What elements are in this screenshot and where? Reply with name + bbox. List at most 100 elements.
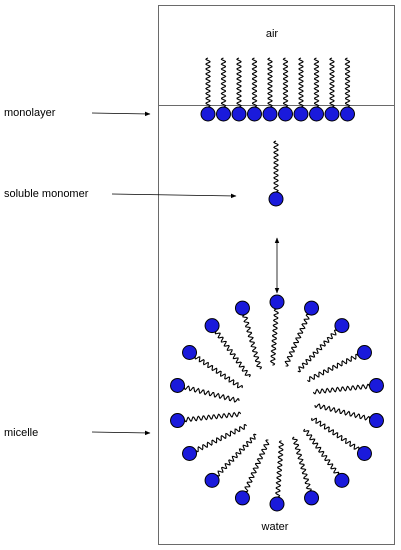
micelle-molecule (297, 318, 350, 373)
hydrophilic-head (278, 106, 293, 122)
soluble-monomer-pointer-arrow (111, 193, 237, 199)
micelle-molecule (307, 345, 372, 382)
hydrophobic-tail (273, 140, 279, 193)
hydrophilic-head (356, 446, 372, 461)
micelle-molecule (269, 440, 285, 512)
hydrophilic-head (204, 472, 220, 488)
air-label: air (266, 28, 279, 40)
hydrophilic-head (200, 106, 216, 122)
monolayer-molecule (247, 57, 262, 122)
hydrophilic-head (368, 377, 384, 393)
hydrophobic-tail (314, 403, 371, 421)
hydrophilic-head (334, 318, 350, 334)
hydrophobic-tail (329, 57, 335, 108)
hydrophobic-tail (344, 57, 351, 108)
monolayer-molecules (200, 57, 355, 122)
hydrophobic-tail (194, 356, 243, 389)
hydrophobic-tail (311, 417, 360, 450)
hydrophobic-tail (292, 436, 312, 492)
micelle-molecule (284, 300, 320, 367)
hydrophobic-tail (236, 57, 242, 108)
monolayer-molecule (262, 57, 278, 122)
monolayer-molecule (309, 57, 324, 122)
micelle-molecule (292, 436, 320, 506)
micelle-molecule (312, 377, 384, 395)
hydrophobic-tail (297, 329, 338, 373)
hydrophilic-head (269, 294, 285, 310)
hydrophilic-head (269, 496, 285, 512)
hydrophobic-tail (298, 57, 304, 108)
micelle-molecule (204, 433, 257, 488)
hydrophilic-head (340, 106, 355, 122)
hydrophilic-head (182, 446, 198, 461)
hydrophobic-tail (216, 433, 257, 477)
hydrophilic-head (204, 318, 220, 334)
soluble-monomer-label: soluble monomer (4, 188, 89, 200)
monolayer-molecule (216, 57, 231, 122)
hydrophobic-tail (251, 57, 258, 108)
hydrophobic-tail (282, 57, 289, 108)
hydrophobic-tail (313, 57, 320, 108)
monolayer-molecule (340, 57, 355, 122)
hydrophilic-head (170, 413, 186, 429)
hydrophobic-tail (184, 411, 242, 423)
hydrophilic-head (247, 106, 262, 122)
hydrophilic-head (368, 413, 384, 429)
monolayer-molecule (200, 57, 216, 122)
hydrophobic-tail (312, 383, 370, 395)
soluble-monomer-molecule (268, 140, 284, 207)
hydrophilic-head (356, 345, 372, 360)
micelle-pointer-arrow (91, 430, 151, 436)
micelle-label: micelle (4, 427, 38, 439)
monolayer-molecule (324, 57, 340, 122)
micelle-molecules (170, 294, 384, 512)
micelle-molecule (170, 377, 240, 403)
monolayer-label: monolayer (4, 107, 56, 119)
hydrophobic-tail (307, 353, 359, 382)
hydrophilic-head (234, 300, 250, 316)
hydrophilic-head (268, 191, 284, 207)
hydrophobic-tail (267, 57, 273, 108)
micelle-molecule (182, 424, 247, 461)
micelle-molecule (182, 345, 243, 389)
soluble-monomer (268, 140, 284, 207)
hydrophobic-tail (303, 428, 340, 475)
hydrophobic-tail (195, 424, 247, 453)
micelle-molecule (311, 417, 372, 461)
micelle-molecule (234, 439, 270, 506)
hydrophobic-tail (274, 440, 285, 498)
hydrophobic-tail (220, 57, 227, 108)
hydrophobic-tail (244, 439, 270, 493)
micelle-molecule (303, 428, 350, 488)
micelle-molecule (314, 403, 384, 429)
micelle-molecule (269, 294, 285, 366)
hydrophilic-head (182, 345, 198, 360)
hydrophobic-tail (242, 314, 262, 370)
hydrophilic-head (216, 106, 231, 122)
hydrophilic-head (309, 106, 324, 122)
hydrophilic-head (304, 300, 320, 316)
micelle-molecule (234, 300, 262, 370)
water-label: water (261, 521, 289, 533)
water-container (158, 5, 395, 545)
monolayer-molecule (278, 57, 293, 122)
hydrophobic-tail (269, 308, 280, 366)
hydrophilic-head (262, 106, 278, 122)
hydrophilic-head (334, 472, 350, 488)
hydrophilic-head (234, 490, 250, 506)
hydrophilic-head (293, 106, 309, 122)
hydrophobic-tail (214, 331, 251, 378)
hydrophobic-tail (183, 385, 240, 403)
hydrophilic-head (324, 106, 340, 122)
hydrophilic-head (304, 490, 320, 506)
hydrophilic-head (170, 377, 186, 393)
monolayer-pointer-arrow (91, 111, 151, 117)
micelle-molecule (170, 411, 242, 429)
monolayer-molecule (293, 57, 309, 122)
micelle-molecule (204, 318, 251, 378)
hydrophilic-head (231, 106, 247, 122)
monolayer-molecule (231, 57, 247, 122)
hydrophobic-tail (284, 313, 310, 367)
hydrophobic-tail (205, 57, 211, 108)
